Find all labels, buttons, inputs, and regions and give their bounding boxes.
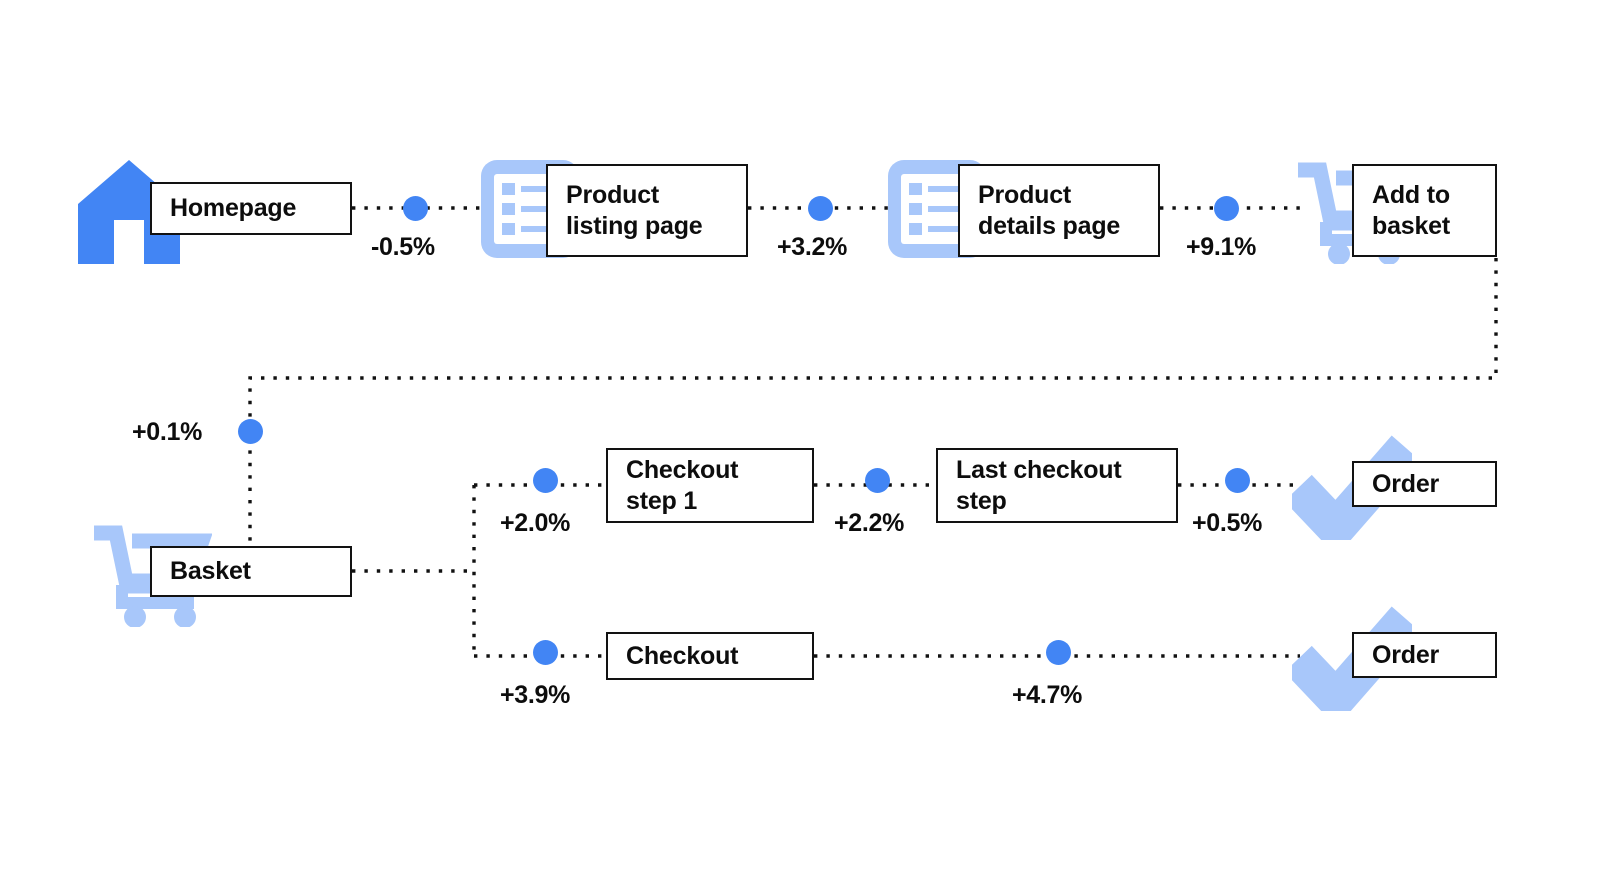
node-homepage[interactable]: Homepage	[150, 182, 352, 235]
edge-value-checkout-order: +4.7%	[1012, 681, 1083, 709]
edge-dot-checkout-order[interactable]	[1046, 640, 1071, 665]
edge-value-details-addtobasket: +9.1%	[1186, 233, 1257, 261]
edge-dot-homepage-listing[interactable]	[403, 196, 428, 221]
edge-dot-addtobasket-basket[interactable]	[238, 419, 263, 444]
node-label: Basket	[170, 557, 251, 586]
edge-dot-listing-details[interactable]	[808, 196, 833, 221]
edge-value-addtobasket-basket: +0.1%	[132, 418, 203, 446]
edge-dot-basket-checkoutstep1[interactable]	[533, 468, 558, 493]
edge-value-listing-details: +3.2%	[777, 233, 848, 261]
edge-dot-details-addtobasket[interactable]	[1214, 196, 1239, 221]
node-product-listing-page[interactable]: Product listing page	[546, 164, 748, 257]
node-label: Checkout	[626, 641, 739, 670]
node-label: Order	[1372, 640, 1440, 669]
node-label: Order	[1372, 469, 1440, 498]
node-label: Homepage	[170, 194, 297, 223]
edge-value-basket-checkout: +3.9%	[500, 681, 571, 709]
node-product-details-page[interactable]: Product details page	[958, 164, 1160, 257]
node-last-checkout-step[interactable]: Last checkout step	[936, 448, 1178, 523]
edge-dot-checkoutstep1-lastcheckout[interactable]	[865, 468, 890, 493]
node-order-bottom[interactable]: Order	[1352, 632, 1497, 678]
node-label: Product listing page	[566, 181, 703, 240]
node-label: Add to basket	[1372, 181, 1451, 240]
edge-value-homepage-listing: -0.5%	[371, 233, 435, 261]
node-order-top[interactable]: Order	[1352, 461, 1497, 507]
node-checkout[interactable]: Checkout	[606, 632, 814, 680]
node-label: Checkout step 1	[626, 456, 739, 515]
node-checkout-step-1[interactable]: Checkout step 1	[606, 448, 814, 523]
node-label: Last checkout step	[956, 456, 1122, 515]
edge-value-basket-checkoutstep1: +2.0%	[500, 509, 571, 537]
edge-dot-lastcheckout-order[interactable]	[1225, 468, 1250, 493]
edge-value-lastcheckout-order: +0.5%	[1192, 509, 1263, 537]
node-add-to-basket[interactable]: Add to basket	[1352, 164, 1497, 257]
edge-dot-basket-checkout[interactable]	[533, 640, 558, 665]
edge-value-checkoutstep1-lastcheckout: +2.2%	[834, 509, 905, 537]
node-basket[interactable]: Basket	[150, 546, 352, 597]
node-label: Product details page	[978, 181, 1121, 240]
